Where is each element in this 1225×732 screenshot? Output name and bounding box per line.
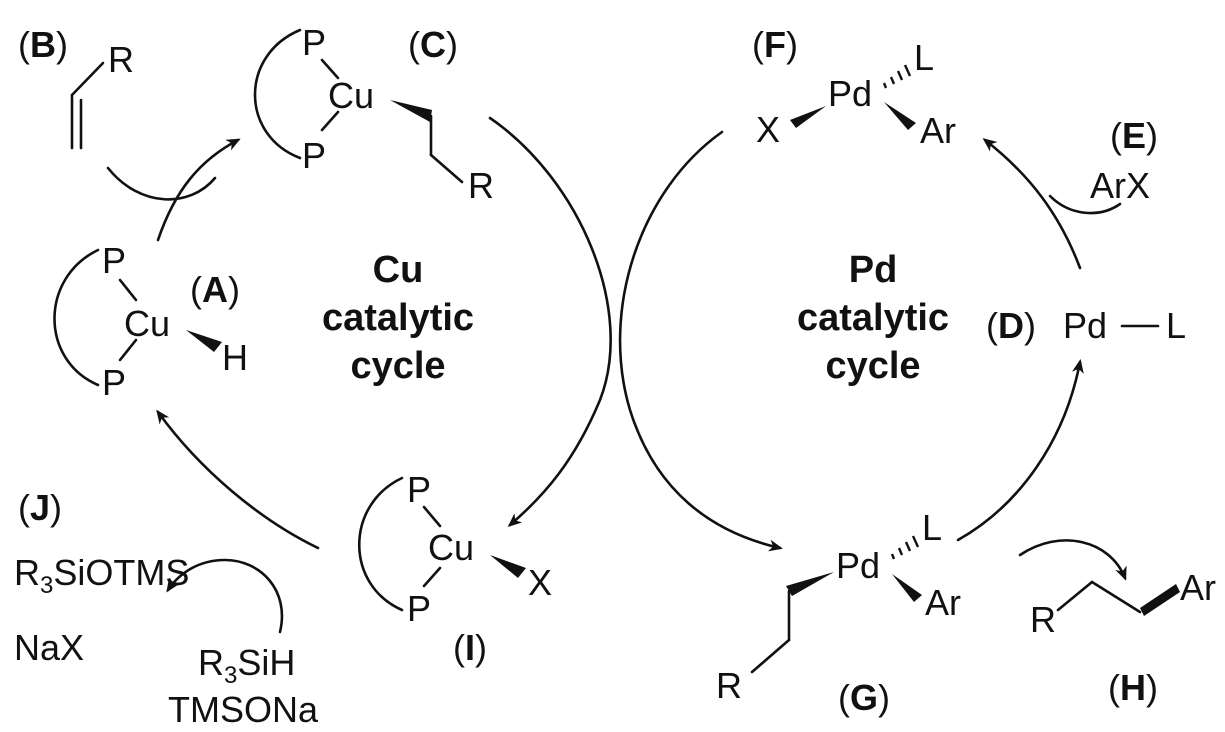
byproduct-salt: NaX <box>14 627 84 668</box>
label-E: (E) <box>1110 115 1158 156</box>
compound-J: (J) R3SiOTMS NaX <box>14 487 189 668</box>
atom-Ar: Ar <box>1180 567 1216 608</box>
bond <box>422 505 442 528</box>
wedge-bond <box>390 100 432 122</box>
atom-P: P <box>102 240 126 281</box>
wedge-bond <box>786 572 834 596</box>
atom-Pd: Pd <box>1063 305 1107 346</box>
arrow-product-release <box>1018 539 1127 581</box>
pd-title-line2: catalytic <box>797 297 949 339</box>
atom-Cu: Cu <box>328 75 374 116</box>
hashed-bond <box>890 535 920 560</box>
compound-H: (H) R Ar <box>1030 567 1216 708</box>
label-J: (J) <box>18 487 62 528</box>
hashed-bond <box>882 64 912 89</box>
bond <box>1056 580 1094 612</box>
pd-title-line3: cycle <box>825 345 920 387</box>
ligand-arc <box>358 476 404 612</box>
atom-Cu: Cu <box>428 527 474 568</box>
wedge-bond <box>1140 584 1180 616</box>
compound-F: (F) Pd L X Ar <box>752 24 956 151</box>
atom-Ar: Ar <box>925 582 961 623</box>
label-B: (B) <box>18 24 68 65</box>
atom-P: P <box>407 469 431 510</box>
cu-title-line1: Cu <box>373 249 424 291</box>
label-C: (C) <box>408 24 458 65</box>
arrow-I-to-A <box>156 409 320 550</box>
ligand-arc <box>253 28 302 160</box>
atom-R: R <box>1030 599 1056 640</box>
arrow-B-enter <box>106 166 217 201</box>
ligand-arc <box>53 248 100 387</box>
reagent-base: TMSONa <box>168 689 319 730</box>
wedge-bond <box>892 574 922 602</box>
arrow-F-to-G <box>618 130 783 552</box>
arrow-D-to-F <box>982 138 1082 270</box>
cu-title-line2: catalytic <box>322 297 474 339</box>
atom-P: P <box>302 22 326 63</box>
pd-cycle-title: Pd catalytic cycle <box>797 249 949 387</box>
cu-cycle-title: Cu catalytic cycle <box>322 249 474 387</box>
arrow-A-to-C <box>156 138 241 242</box>
wedge-bond <box>790 106 826 128</box>
label-A: (A) <box>190 269 240 310</box>
bond <box>70 61 105 97</box>
atom-P: P <box>407 588 431 629</box>
label-G: (G) <box>838 677 890 718</box>
reagent-ArX: ArX <box>1090 165 1150 206</box>
pd-title-line1: Pd <box>849 249 898 291</box>
compound-I: (I) P P Cu X <box>358 469 552 668</box>
atom-X: X <box>756 109 780 150</box>
wedge-bond <box>490 555 526 578</box>
bond <box>118 338 138 362</box>
atom-R: R <box>468 165 494 206</box>
compound-A: (A) P P Cu H <box>53 240 248 403</box>
bond <box>1090 580 1142 614</box>
atom-Pd: Pd <box>828 73 872 114</box>
atom-L: L <box>914 37 934 78</box>
bond <box>750 638 791 674</box>
arrow-E-enter <box>1048 194 1122 215</box>
bond <box>429 153 464 184</box>
bond <box>118 278 138 302</box>
atom-X: X <box>528 562 552 603</box>
compound-B: (B) R <box>18 24 134 150</box>
reagents-silane-base: R3SiH TMSONa <box>168 642 319 730</box>
arrow-C-to-I <box>488 116 612 527</box>
atom-L: L <box>922 507 942 548</box>
atom-P: P <box>302 135 326 176</box>
atom-R: R <box>108 39 134 80</box>
atom-P: P <box>102 362 126 403</box>
label-I: (I) <box>453 627 487 668</box>
label-D: (D) <box>986 305 1036 346</box>
bond <box>320 58 340 80</box>
byproduct-siloxane: R3SiOTMS <box>14 552 189 599</box>
arrow-G-to-D <box>956 359 1084 542</box>
compound-E: (E) ArX <box>1090 115 1158 206</box>
atom-Pd: Pd <box>836 545 880 586</box>
atom-Ar: Ar <box>920 110 956 151</box>
compound-G: (G) Pd L Ar R <box>716 507 961 718</box>
atom-R: R <box>716 665 742 706</box>
label-H: (H) <box>1108 667 1158 708</box>
wedge-bond <box>186 330 222 352</box>
reagent-silane: R3SiH <box>198 642 295 689</box>
bond <box>422 566 442 588</box>
compound-D: (D) Pd L <box>986 305 1186 346</box>
label-F: (F) <box>752 24 798 65</box>
compound-C: (C) P P Cu R <box>253 22 494 206</box>
atom-H: H <box>222 337 248 378</box>
cu-title-line3: cycle <box>350 345 445 387</box>
arrow-reagents-J <box>166 558 284 634</box>
wedge-bond <box>884 102 916 130</box>
bond <box>320 110 340 132</box>
atom-L: L <box>1166 305 1186 346</box>
atom-Cu: Cu <box>124 303 170 344</box>
